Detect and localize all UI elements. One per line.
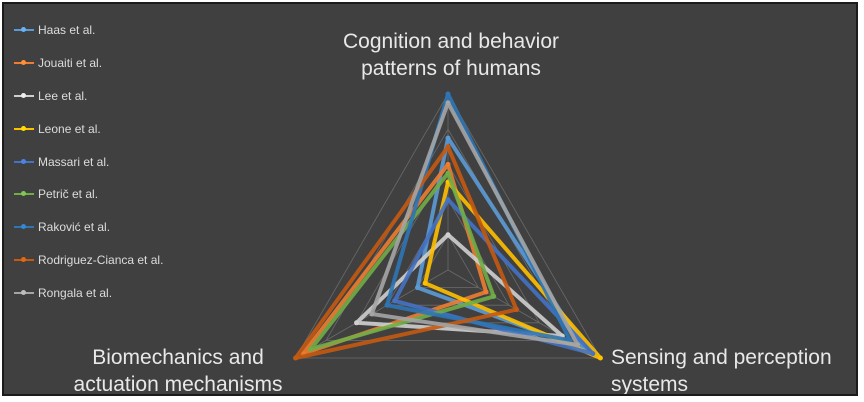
series-line [293,144,519,360]
series-line [415,136,588,352]
data-point [293,355,299,361]
grid-ring-1 [416,234,480,289]
data-point [590,351,596,357]
legend-swatch-icon [14,191,34,197]
data-point [575,342,581,348]
series-8 [293,144,520,361]
legend-swatch-icon [14,256,34,262]
axis-label-top-line2: patterns of humans [361,57,541,80]
grid-ring-5 [294,93,602,359]
legend-item: Lee et al. [14,80,163,113]
legend-item: Massari et al. [14,145,163,178]
data-point [354,320,360,326]
series-layer [293,91,603,361]
series-line [369,100,580,347]
data-point [445,232,451,238]
data-point [514,307,520,313]
series-6 [308,170,497,352]
legend-item: Leone et al. [14,112,163,145]
legend-item: Haas et al. [14,14,163,47]
chart-frame: Haas et al. Jouaiti et al. Lee et al. Leone… [2,2,858,396]
data-point [597,355,603,361]
data-point [483,289,489,295]
axis-label-left: Biomechanics and actuation mechanisms [68,344,288,396]
axis-label-left-line2: actuation mechanisms [73,373,283,396]
data-point [392,298,398,304]
legend-label: Massari et al. [38,154,110,169]
data-point [369,311,375,317]
legend-label: Jouaiti et al. [38,56,103,71]
data-point [445,161,451,167]
legend-swatch-icon [14,92,34,98]
axis-label-left-line1: Biomechanics and [92,346,264,369]
legend-label: Lee et al. [38,88,88,103]
axis-label-right-line1: Sensing and perception [611,346,832,369]
data-point [308,346,314,352]
legend-item: Petrič et al. [14,178,163,211]
axis-label-top: Cognition and behavior patterns of human… [316,28,586,82]
axis-label-right: Sensing and perception systems [611,344,851,396]
legend-label: Rongala et al. [38,285,113,300]
legend-label: Haas et al. [38,23,96,38]
axis-label-top-line1: Cognition and behavior [343,30,559,53]
legend-item: Jouaiti et al. [14,47,163,80]
legend-swatch-icon [14,27,34,33]
series-4 [422,179,603,361]
radar-chart [293,91,603,361]
legend-label: Petrič et al. [38,187,99,202]
data-point [384,302,390,308]
chart-legend: Haas et al. Jouaiti et al. Lee et al. Leone… [14,14,163,309]
legend-swatch-icon [14,158,34,164]
legend-item: Raković et al. [14,211,163,244]
data-point [445,144,451,150]
legend-label: Leone et al. [38,121,101,136]
data-point [445,197,451,203]
legend-swatch-icon [14,224,34,230]
legend-swatch-icon [14,60,34,66]
data-point [445,135,451,141]
legend-label: Raković et al. [38,220,111,235]
data-point [445,91,451,97]
series-9 [369,100,581,348]
data-point [445,170,451,176]
legend-label: Rodriguez-Cianca et al. [38,252,164,267]
legend-swatch-icon [14,289,34,295]
series-line [423,180,603,360]
series-line [308,171,496,352]
legend-item: Rongala et al. [14,276,163,309]
axis-label-right-line2: systems [611,373,689,396]
data-point [415,285,421,291]
data-point [491,293,497,299]
legend-item: Rodriguez-Cianca et al. [14,244,163,277]
data-point [422,280,428,286]
legend-swatch-icon [14,125,34,131]
data-point [445,100,451,106]
